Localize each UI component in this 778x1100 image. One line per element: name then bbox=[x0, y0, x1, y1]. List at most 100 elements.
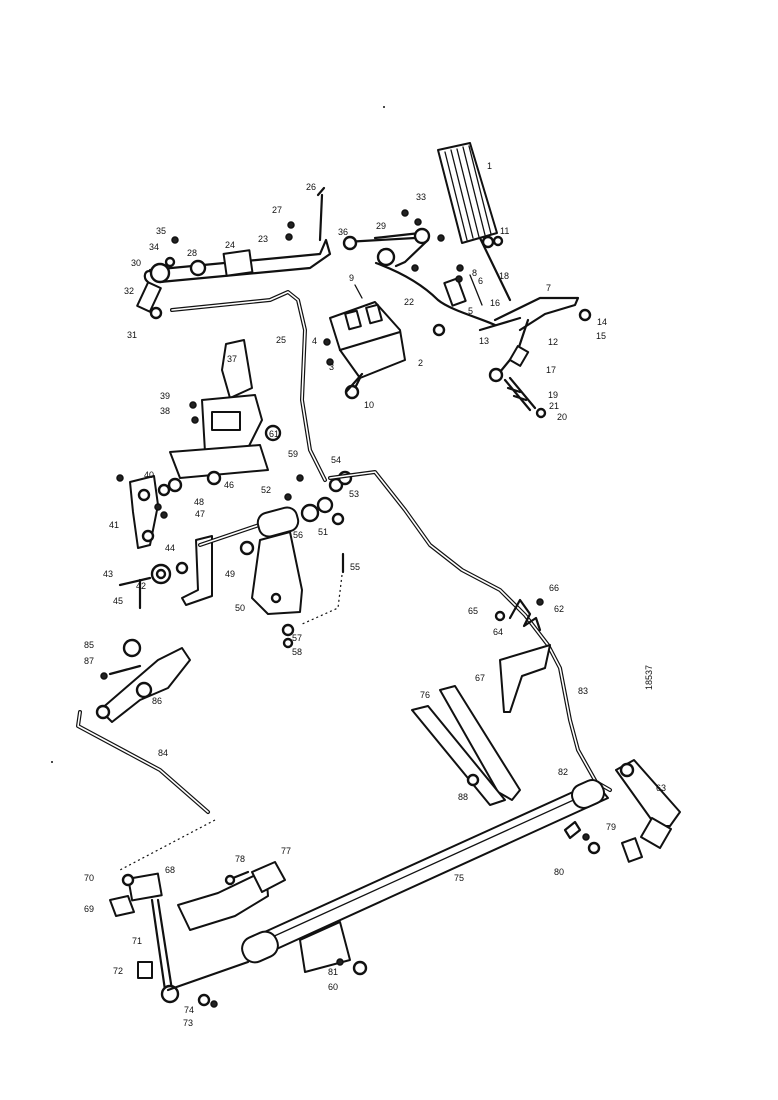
callout-84: 84 bbox=[158, 748, 168, 758]
callout-30: 30 bbox=[131, 258, 141, 268]
callout-43: 43 bbox=[103, 569, 113, 579]
callout-73: 73 bbox=[183, 1018, 193, 1028]
shaft-52-56 bbox=[198, 470, 353, 574]
callout-27: 27 bbox=[272, 205, 282, 215]
callout-40: 40 bbox=[144, 470, 154, 480]
callout-2: 2 bbox=[418, 358, 423, 368]
callout-71: 71 bbox=[132, 936, 142, 946]
callout-88: 88 bbox=[458, 792, 468, 802]
callout-10: 10 bbox=[364, 400, 374, 410]
callout-81: 81 bbox=[328, 967, 338, 977]
callout-32: 32 bbox=[124, 286, 134, 296]
pedal-part bbox=[437, 142, 512, 302]
callout-11: 11 bbox=[500, 226, 509, 236]
callout-48: 48 bbox=[194, 497, 204, 507]
callout-3: 3 bbox=[329, 362, 334, 372]
callout-14: 14 bbox=[597, 317, 607, 327]
rod-35 bbox=[170, 290, 327, 482]
callout-22: 22 bbox=[404, 297, 414, 307]
callout-55: 55 bbox=[350, 562, 360, 572]
right-linkage bbox=[374, 261, 592, 419]
callout-17: 17 bbox=[546, 365, 556, 375]
callout-69: 69 bbox=[84, 904, 94, 914]
callout-76: 76 bbox=[420, 690, 430, 700]
callout-75: 75 bbox=[454, 873, 464, 883]
callout-78: 78 bbox=[235, 854, 245, 864]
callout-labels: 1 2 3 4 5 6 7 8 9 10 11 12 13 14 15 16 1… bbox=[84, 161, 666, 1028]
drawing-code: 18537 bbox=[644, 665, 654, 690]
callout-18: 18 bbox=[499, 271, 509, 281]
callout-45: 45 bbox=[113, 596, 123, 606]
callout-23: 23 bbox=[258, 234, 268, 244]
callout-9: 9 bbox=[349, 273, 354, 283]
callout-46: 46 bbox=[224, 480, 234, 490]
arm-85 bbox=[95, 638, 191, 723]
callout-50: 50 bbox=[235, 603, 245, 613]
callout-41: 41 bbox=[109, 520, 119, 530]
callout-37: 37 bbox=[227, 354, 237, 364]
throttle-housing bbox=[323, 284, 406, 400]
left-arm-41 bbox=[116, 474, 168, 549]
callout-72: 72 bbox=[113, 966, 123, 976]
callout-12: 12 bbox=[548, 337, 558, 347]
callout-5: 5 bbox=[468, 306, 473, 316]
callout-53: 53 bbox=[349, 489, 359, 499]
callout-59: 59 bbox=[288, 449, 298, 459]
lower-left-lever bbox=[109, 872, 250, 1008]
callout-57: 57 bbox=[292, 633, 302, 643]
callout-34: 34 bbox=[149, 242, 159, 252]
callout-47: 47 bbox=[195, 509, 205, 519]
callout-8: 8 bbox=[472, 268, 477, 278]
spring-clip-62 bbox=[494, 598, 544, 632]
callout-66: 66 bbox=[549, 583, 559, 593]
callout-74: 74 bbox=[184, 1005, 194, 1015]
callout-80: 80 bbox=[554, 867, 564, 877]
bracket-77 bbox=[177, 861, 286, 931]
callout-38: 38 bbox=[160, 406, 170, 416]
callout-67: 67 bbox=[475, 673, 485, 683]
rod-84 bbox=[76, 710, 216, 871]
callout-82: 82 bbox=[558, 767, 568, 777]
callout-83: 83 bbox=[578, 686, 588, 696]
upper-linkage bbox=[136, 186, 445, 320]
callout-86: 86 bbox=[152, 696, 162, 706]
callout-16: 16 bbox=[490, 298, 500, 308]
bushing-42-arm-49 bbox=[118, 535, 213, 610]
callout-20: 20 bbox=[557, 412, 567, 422]
bracket-76 bbox=[411, 685, 521, 806]
bracket-50 bbox=[251, 531, 343, 649]
callout-63: 63 bbox=[656, 783, 666, 793]
callout-60: 60 bbox=[328, 982, 338, 992]
callout-54: 54 bbox=[331, 455, 341, 465]
callout-62: 62 bbox=[554, 604, 564, 614]
callout-4: 4 bbox=[312, 336, 317, 346]
center-bracket bbox=[157, 339, 282, 497]
callout-36: 36 bbox=[338, 227, 348, 237]
callout-24: 24 bbox=[225, 240, 235, 250]
callout-28: 28 bbox=[187, 248, 197, 258]
callout-33: 33 bbox=[416, 192, 426, 202]
callout-65: 65 bbox=[468, 606, 478, 616]
callout-79: 79 bbox=[606, 822, 616, 832]
callout-29: 29 bbox=[376, 221, 386, 231]
callout-56: 56 bbox=[293, 530, 303, 540]
callout-68: 68 bbox=[165, 865, 175, 875]
callout-1: 1 bbox=[487, 161, 492, 171]
callout-52: 52 bbox=[261, 485, 271, 495]
callout-85: 85 bbox=[84, 640, 94, 650]
callout-31: 31 bbox=[127, 330, 137, 340]
callout-58: 58 bbox=[292, 647, 302, 657]
callout-44: 44 bbox=[165, 543, 175, 553]
callout-15: 15 bbox=[596, 331, 606, 341]
callout-61: 61 bbox=[269, 429, 279, 439]
main-shaft-75 bbox=[241, 779, 609, 976]
callout-42: 42 bbox=[136, 581, 146, 591]
callout-26: 26 bbox=[306, 182, 316, 192]
callout-25: 25 bbox=[276, 335, 286, 345]
callout-49: 49 bbox=[225, 569, 235, 579]
callout-6: 6 bbox=[478, 276, 483, 286]
rod-53 bbox=[328, 470, 612, 792]
callout-7: 7 bbox=[546, 283, 551, 293]
callout-21: 21 bbox=[549, 401, 559, 411]
